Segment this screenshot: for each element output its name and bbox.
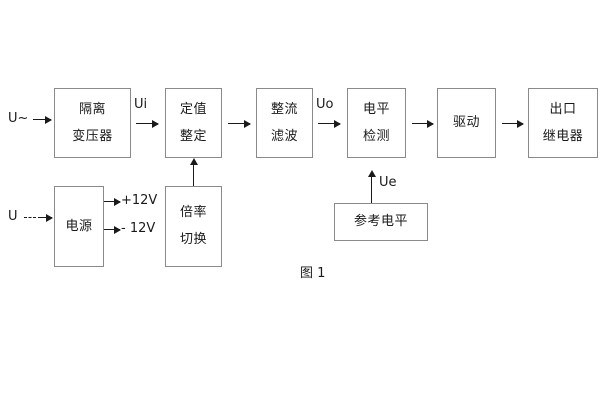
block-setting-value-line-1: 定值	[179, 101, 207, 117]
block-multiplier-switch: 倍率 切换	[165, 186, 222, 267]
block-rectify-filter-line-2: 滤波	[270, 128, 298, 144]
label-positive-rail: +12V	[121, 193, 158, 208]
block-reference-level-line-1: 参考电平	[353, 214, 408, 230]
block-output-relay-line-2: 继电器	[542, 128, 584, 144]
arrow-drive-to-output-relay	[502, 119, 524, 128]
arrow-isolation-transformer-to-setting-value	[136, 119, 159, 128]
block-output-relay-line-1: 出口	[549, 101, 577, 117]
block-level-detection-line-1: 电平	[362, 101, 390, 117]
block-isolation-transformer-line-2: 变压器	[72, 128, 113, 144]
block-isolation-transformer-line-1: 隔离	[78, 101, 106, 117]
arrow-positive-rail	[104, 197, 121, 206]
ac-input-label: U~	[8, 111, 29, 126]
arrow-negative-rail	[104, 225, 121, 234]
block-level-detection: 电平 检测	[347, 88, 406, 158]
label-negative-rail: - 12V	[121, 221, 156, 236]
block-reference-level: 参考电平	[334, 203, 428, 241]
block-power-supply-line-1: 电源	[65, 218, 93, 234]
label-ui: Ui	[134, 97, 148, 112]
arrow-setting-value-to-rectify-filter	[228, 119, 251, 128]
block-setting-value-line-2: 整定	[179, 128, 207, 144]
block-drive: 驱动	[437, 88, 496, 158]
arrow-rectify-filter-to-level-detection	[318, 119, 341, 128]
dc-input-label: U	[8, 209, 18, 224]
block-power-supply: 电源	[54, 186, 104, 267]
block-multiplier-switch-line-1: 倍率	[179, 205, 207, 221]
dashed-connector-dc-input	[24, 217, 36, 219]
arrow-dc-input-to-power-supply	[38, 213, 53, 222]
label-uo: Uo	[316, 97, 334, 112]
arrow-ac-input-to-isolation-transformer	[33, 115, 52, 124]
block-isolation-transformer: 隔离 变压器	[54, 88, 131, 158]
block-setting-value: 定值 整定	[165, 88, 222, 158]
block-level-detection-line-2: 检测	[362, 128, 390, 144]
block-output-relay: 出口 继电器	[528, 88, 598, 158]
block-multiplier-switch-line-2: 切换	[179, 232, 207, 247]
block-rectify-filter-line-1: 整流	[270, 101, 298, 117]
label-ue: Ue	[379, 175, 397, 190]
block-rectify-filter: 整流 滤波	[256, 88, 313, 158]
arrow-level-detection-to-drive	[412, 119, 434, 128]
block-drive-line-1: 驱动	[452, 115, 480, 131]
figure-caption: 图 1	[300, 266, 326, 281]
arrow-multiplier-switch-to-setting-value	[189, 158, 198, 186]
arrow-reference-level-to-level-detection	[367, 170, 376, 203]
